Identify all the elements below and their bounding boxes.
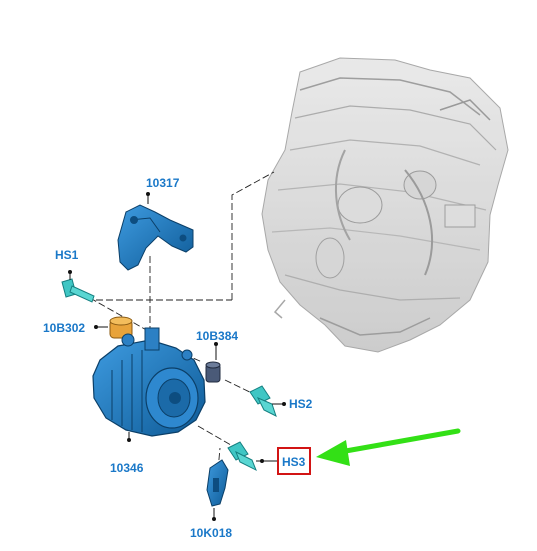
- callout-ticks: [69, 194, 284, 519]
- callout-10346: 10346: [110, 461, 144, 475]
- callout-10b302: 10B302: [43, 321, 85, 335]
- bolt-hs1-part: [61, 278, 95, 303]
- callout-10317: 10317: [146, 176, 180, 190]
- hs3-highlight-box: [277, 447, 311, 475]
- callout-10b384: 10B384: [196, 329, 238, 343]
- sleeve-part: [109, 316, 133, 339]
- spacer-part: [205, 361, 221, 383]
- callout-hs3: HS3: [282, 455, 306, 469]
- connector-part: [206, 459, 229, 507]
- bracket-part: [117, 204, 194, 271]
- bolt-hs3-part: [227, 441, 257, 472]
- callout-hs1: HS1: [55, 248, 79, 262]
- engine-assembly: [261, 57, 509, 353]
- leader-lines: [89, 171, 275, 471]
- callout-hs2: HS2: [289, 397, 313, 411]
- bolt-hs2-part: [249, 385, 277, 417]
- callout-10k018: 10K018: [190, 526, 232, 540]
- pointer-arrow: [316, 428, 461, 466]
- alternator-part: [92, 327, 206, 437]
